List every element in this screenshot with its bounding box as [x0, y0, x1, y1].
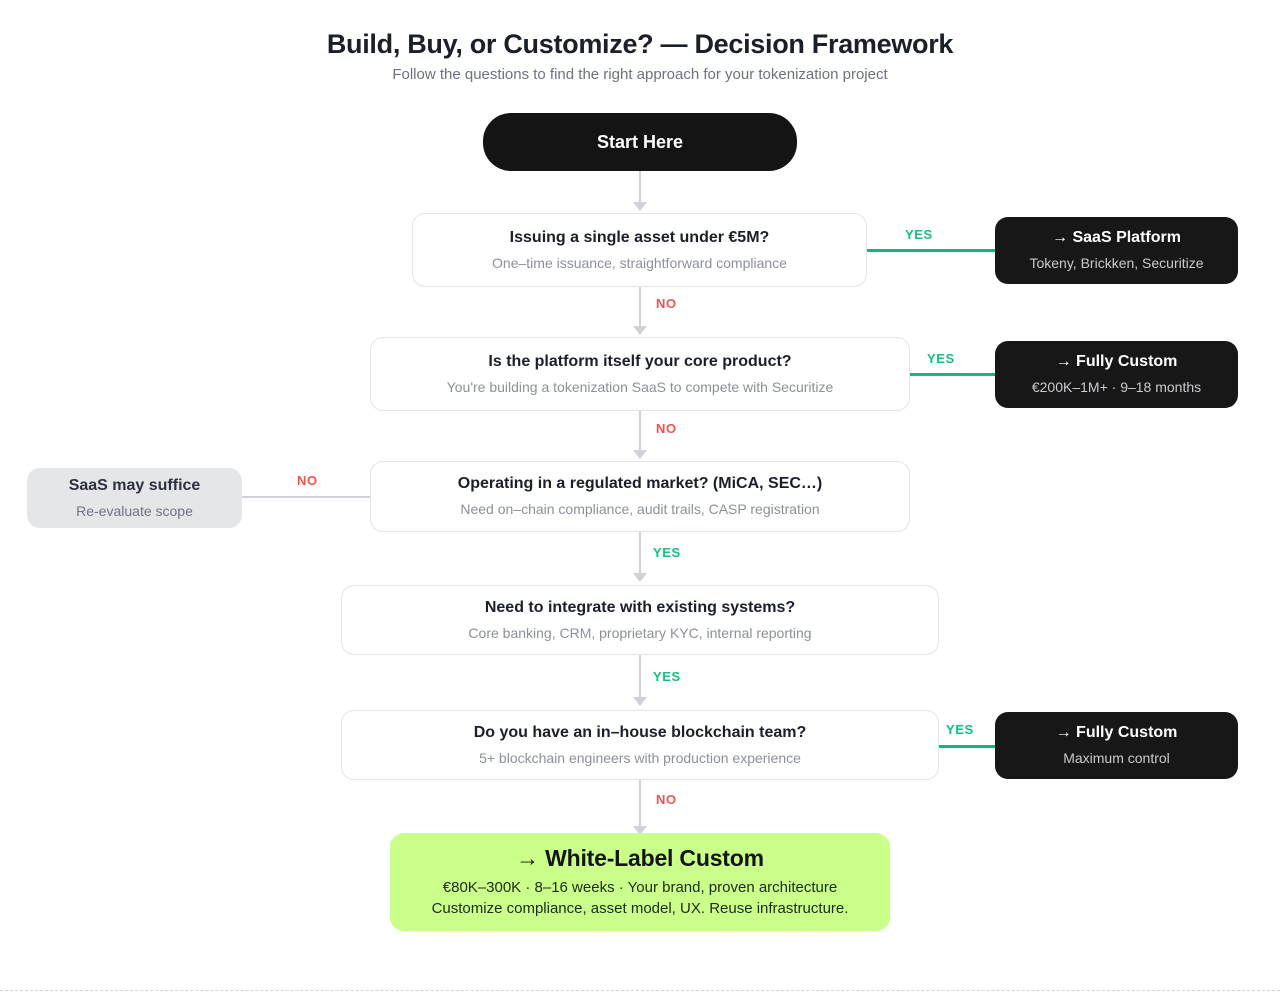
branch-label-q5-no: NO: [656, 792, 677, 807]
node-start[interactable]: Start Here: [483, 113, 797, 171]
node-outcome-fully-custom-1[interactable]: → Fully Custom €200K–1M+ · 9–18 months: [995, 341, 1238, 408]
node-out2-title: → Fully Custom: [1055, 353, 1178, 371]
node-result-white-label-custom[interactable]: → White-Label Custom €80K–300K · 8–16 we…: [390, 833, 890, 931]
branch-label-q3-no: NO: [297, 473, 318, 488]
branch-label-q1-yes: YES: [905, 227, 933, 242]
node-q4-subtitle: Core banking, CRM, proprietary KYC, inte…: [468, 624, 812, 641]
page-title: Build, Buy, or Customize? — Decision Fra…: [326, 29, 954, 59]
node-q5-title: Do you have an in–house blockchain team?: [473, 723, 807, 741]
node-side-saas-may-suffice[interactable]: SaaS may suffice Re-evaluate scope: [27, 468, 242, 528]
node-out1-title: → SaaS Platform: [1052, 229, 1181, 247]
node-out2-subtitle: €200K–1M+ · 9–18 months: [1031, 379, 1202, 396]
node-q2-subtitle: You're building a tokenization SaaS to c…: [446, 378, 834, 395]
node-result-title: → White-Label Custom: [516, 844, 764, 871]
node-q5-subtitle: 5+ blockchain engineers with production …: [479, 749, 801, 766]
node-q3-title: Operating in a regulated market? (MiCA, …: [457, 475, 823, 493]
node-out3-title: → Fully Custom: [1055, 724, 1178, 742]
connector-q3-no: [242, 496, 370, 498]
node-result-subtitle-line2: Customize compliance, asset model, UX. R…: [431, 900, 849, 918]
footer-divider: [0, 990, 1280, 991]
connector-q5-yes: [939, 745, 996, 748]
connector-q1-no: [639, 287, 641, 328]
page-subtitle: Follow the questions to find the right a…: [392, 66, 888, 83]
branch-label-q2-no: NO: [656, 421, 677, 436]
arrow-q4-to-q5: [633, 697, 647, 706]
node-question-integrate-systems[interactable]: Need to integrate with existing systems?…: [341, 585, 939, 655]
branch-label-q1-no: NO: [656, 296, 677, 311]
node-out1-subtitle: Tokeny, Brickken, Securitize: [1029, 255, 1204, 272]
connector-q5-no: [639, 780, 641, 828]
node-question-core-product[interactable]: Is the platform itself your core product…: [370, 337, 910, 411]
connector-q4-yes: [639, 655, 641, 699]
node-q1-subtitle: One–time issuance, straightforward compl…: [492, 254, 787, 271]
node-side1-title: SaaS may suffice: [68, 476, 201, 494]
node-start-title: Start Here: [596, 131, 684, 152]
connector-q1-yes: [867, 249, 995, 252]
branch-label-q5-yes: YES: [946, 722, 974, 737]
branch-label-q2-yes: YES: [927, 351, 955, 366]
connector-q2-yes: [910, 373, 996, 376]
connector-q3-yes: [639, 532, 641, 575]
node-q4-title: Need to integrate with existing systems?: [484, 598, 796, 616]
node-out3-subtitle: Maximum control: [1063, 750, 1170, 767]
node-side1-subtitle: Re-evaluate scope: [76, 502, 193, 519]
node-result-subtitle-line1: €80K–300K · 8–16 weeks · Your brand, pro…: [442, 878, 838, 896]
arrow-q2-to-q3: [633, 450, 647, 459]
branch-label-q3-yes: YES: [653, 545, 681, 560]
arrow-q3-to-q4: [633, 573, 647, 582]
node-q1-title: Issuing a single asset under €5M?: [509, 228, 770, 246]
connector-start-to-q1: [639, 171, 641, 204]
node-outcome-saas-platform[interactable]: → SaaS Platform Tokeny, Brickken, Securi…: [995, 217, 1238, 284]
connector-q2-no: [639, 411, 641, 452]
node-question-regulated-market[interactable]: Operating in a regulated market? (MiCA, …: [370, 461, 910, 532]
node-question-inhouse-team[interactable]: Do you have an in–house blockchain team?…: [341, 710, 939, 780]
node-q2-title: Is the platform itself your core product…: [488, 352, 792, 370]
arrow-start-to-q1: [633, 202, 647, 211]
node-question-single-asset[interactable]: Issuing a single asset under €5M? One–ti…: [412, 213, 867, 287]
node-q3-subtitle: Need on–chain compliance, audit trails, …: [460, 501, 820, 518]
arrow-q5-to-result: [633, 826, 647, 835]
arrow-q1-to-q2: [633, 326, 647, 335]
branch-label-q4-yes: YES: [653, 669, 681, 684]
node-outcome-fully-custom-2[interactable]: → Fully Custom Maximum control: [995, 712, 1238, 779]
